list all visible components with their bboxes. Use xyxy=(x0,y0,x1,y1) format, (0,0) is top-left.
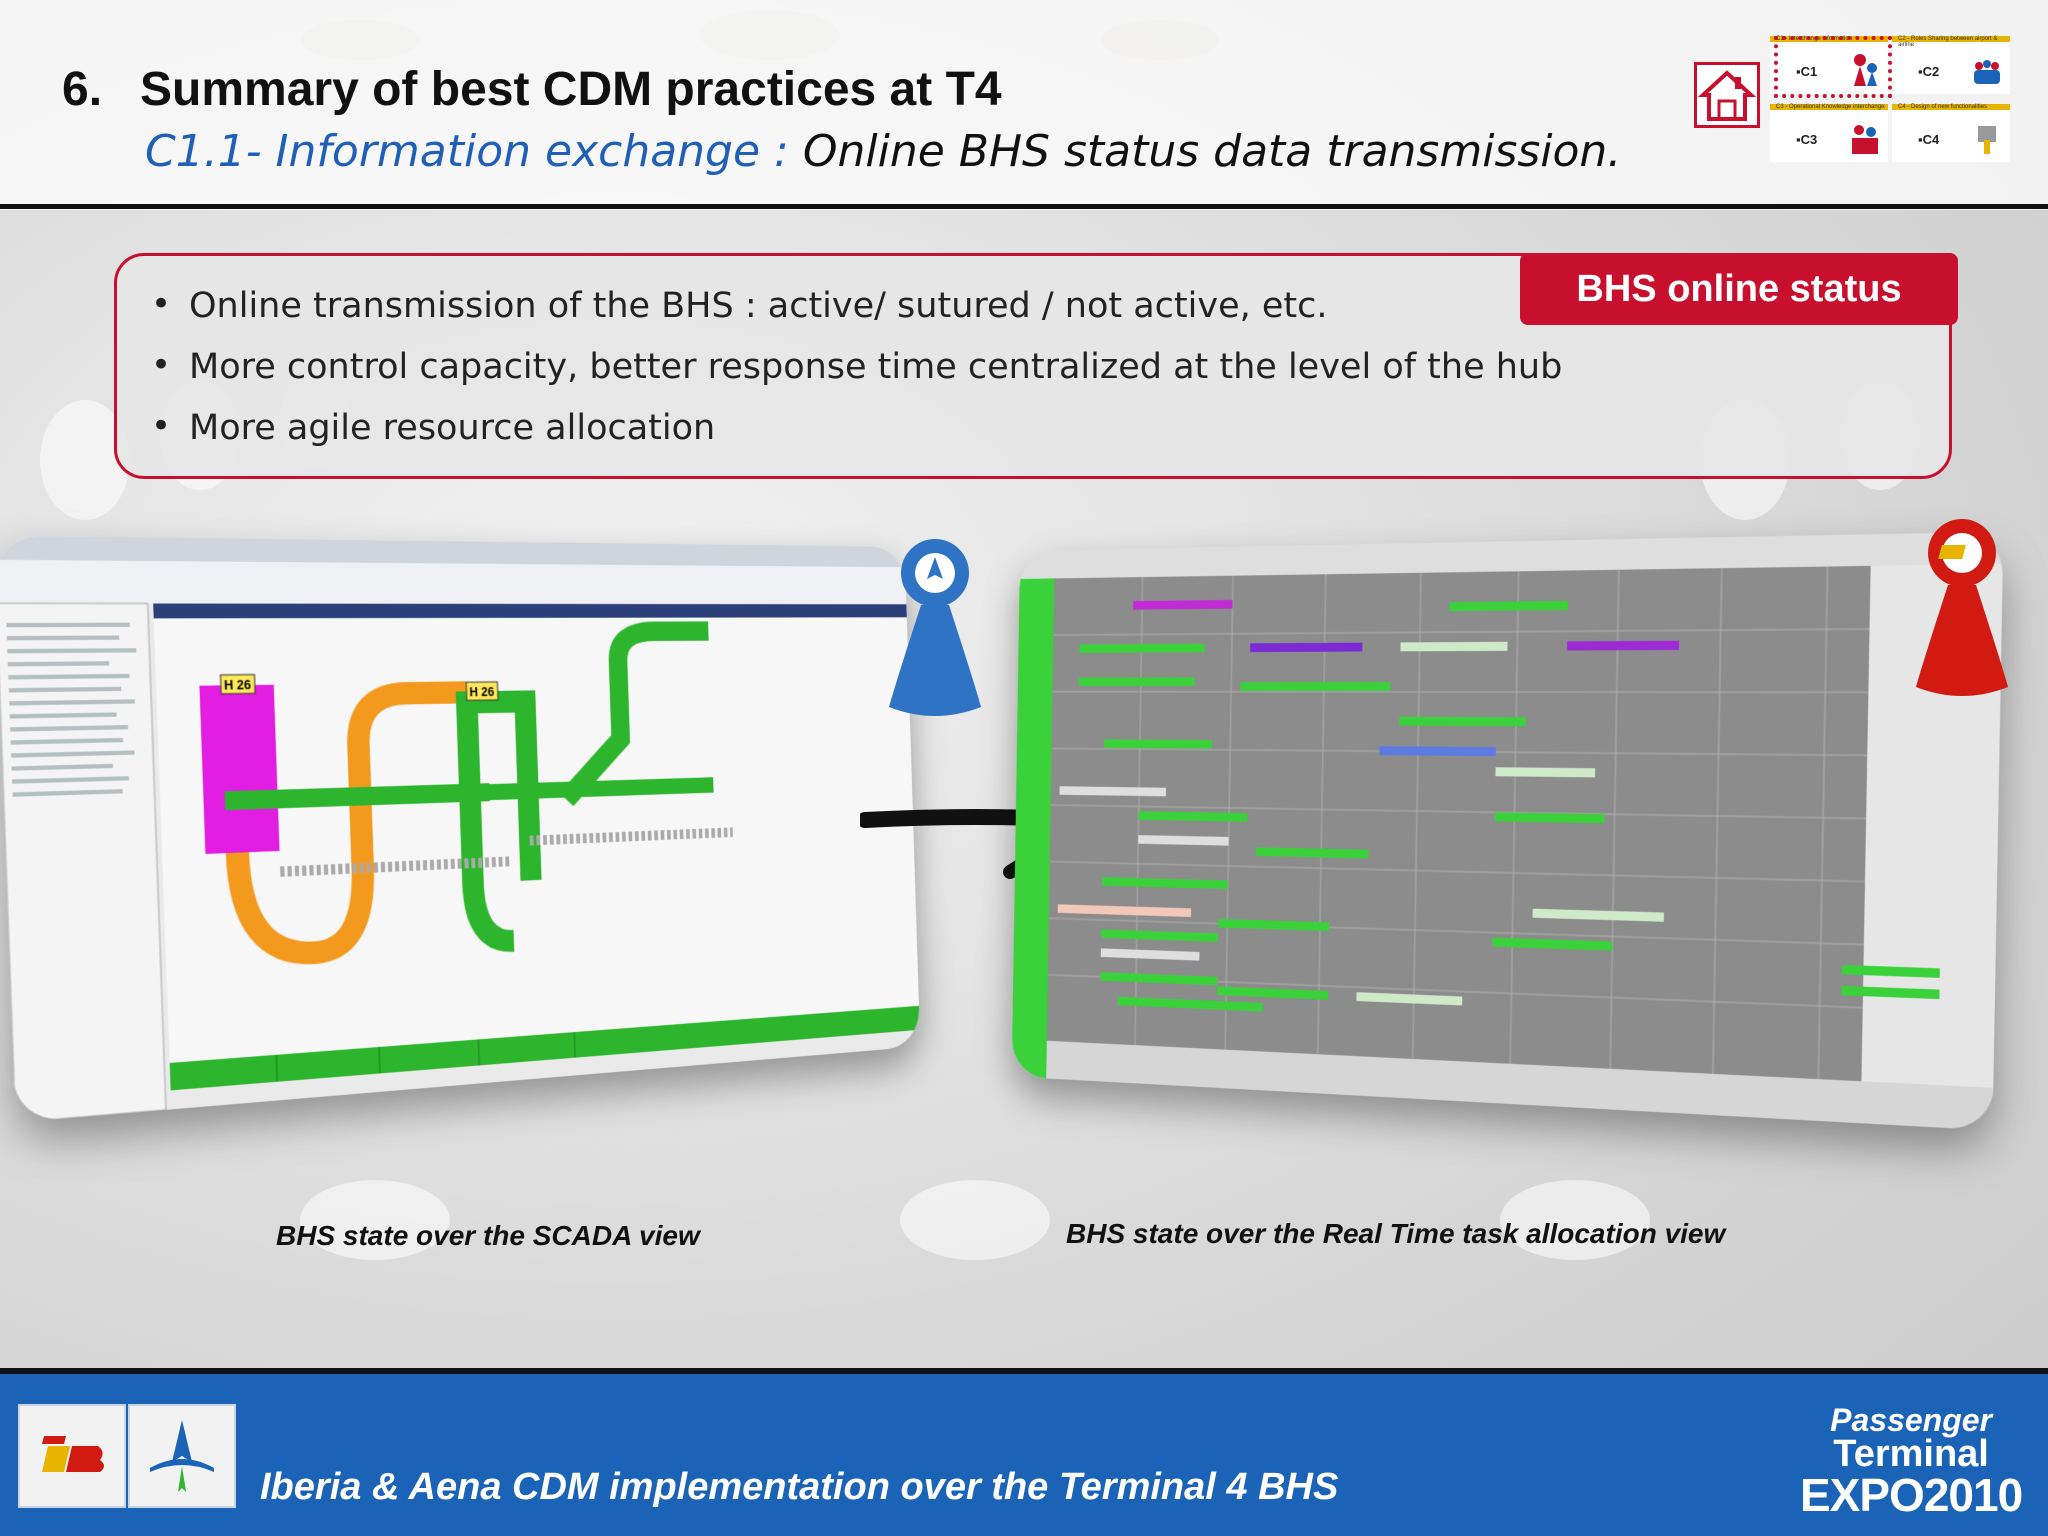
aena-pawn-icon xyxy=(885,535,985,720)
nav-c2[interactable]: C2 - Roles Sharing between airport & air… xyxy=(1892,36,2010,94)
chapter-nav: C1 - Interchange information ▪C1 C2 - Ro… xyxy=(1770,30,2020,162)
home-button[interactable] xyxy=(1694,62,1760,128)
header-divider xyxy=(0,204,2048,209)
expo-line2: Terminal xyxy=(1800,1436,2022,1472)
nav-c2-label: ▪C2 xyxy=(1918,64,1939,79)
pawns-icon xyxy=(1850,120,1880,156)
tools-icon xyxy=(1972,120,2002,156)
subtitle-accent: C1.1- Information exchange : xyxy=(145,126,789,177)
iberia-pawn-icon xyxy=(1912,515,2012,700)
scada-screenshot: H 26 H 26 xyxy=(0,536,920,1123)
nav-c2-caption: C2 - Roles Sharing between airport & air… xyxy=(1898,36,2010,48)
footer: Iberia & Aena CDM implementation over th… xyxy=(0,1368,2048,1536)
expo-line3: EXPO2010 xyxy=(1800,1472,2022,1518)
scada-caption: BHS state over the SCADA view xyxy=(276,1220,700,1252)
nav-c4-caption: C4 - Design of new functionalities xyxy=(1898,104,1987,110)
bullet-item: More agile resource allocation xyxy=(147,408,1562,448)
nav-c3[interactable]: C3 - Operational Knowledge interchange ▪… xyxy=(1770,104,1888,162)
nav-c3-caption: C3 - Operational Knowledge interchange xyxy=(1776,104,1884,110)
scada-label: H 26 xyxy=(469,685,494,699)
page-title: Summary of best CDM practices at T4 xyxy=(140,62,1002,117)
nav-c1-caption: C1 - Interchange information xyxy=(1776,36,1852,42)
footer-text: Iberia & Aena CDM implementation over th… xyxy=(260,1466,1338,1509)
pawn-pair-icon xyxy=(1850,52,1880,88)
scada-label: H 26 xyxy=(224,678,252,693)
subtitle-text: Online BHS status data transmission. xyxy=(789,126,1621,177)
aena-logo xyxy=(128,1404,236,1508)
nav-c4-label: ▪C4 xyxy=(1918,132,1939,147)
nav-c1[interactable]: C1 - Interchange information ▪C1 xyxy=(1770,36,1888,94)
nav-c3-label: ▪C3 xyxy=(1796,132,1817,147)
expo-logo: Passenger Terminal EXPO2010 xyxy=(1800,1404,2022,1518)
scada-view: H 26 H 26 xyxy=(0,536,920,1123)
realtime-allocation-screenshot xyxy=(1012,532,2004,1131)
bullet-item: More control capacity, better response t… xyxy=(147,347,1562,387)
allocation-view xyxy=(1012,532,2004,1131)
nav-c4[interactable]: C4 - Design of new functionalities ▪C4 xyxy=(1892,104,2010,162)
home-icon xyxy=(1697,65,1757,125)
nav-c1-label: ▪C1 xyxy=(1796,64,1817,79)
header: 6. Summary of best CDM practices at T4 C… xyxy=(0,0,2048,210)
bhs-status-tag: BHS online status xyxy=(1520,253,1958,325)
iberia-logo xyxy=(18,1404,126,1508)
bullet-list: Online transmission of the BHS : active/… xyxy=(147,286,1562,469)
bullet-item: Online transmission of the BHS : active/… xyxy=(147,286,1562,326)
realtime-caption: BHS state over the Real Time task alloca… xyxy=(1066,1218,1725,1250)
pawn-group-icon xyxy=(1972,52,2002,88)
iberia-logo-icon xyxy=(20,1406,124,1506)
page-subtitle: C1.1- Information exchange : Online BHS … xyxy=(145,126,1621,177)
aena-logo-icon xyxy=(130,1406,234,1506)
expo-line1: Passenger xyxy=(1800,1404,2022,1436)
section-number: 6. xyxy=(62,62,102,117)
